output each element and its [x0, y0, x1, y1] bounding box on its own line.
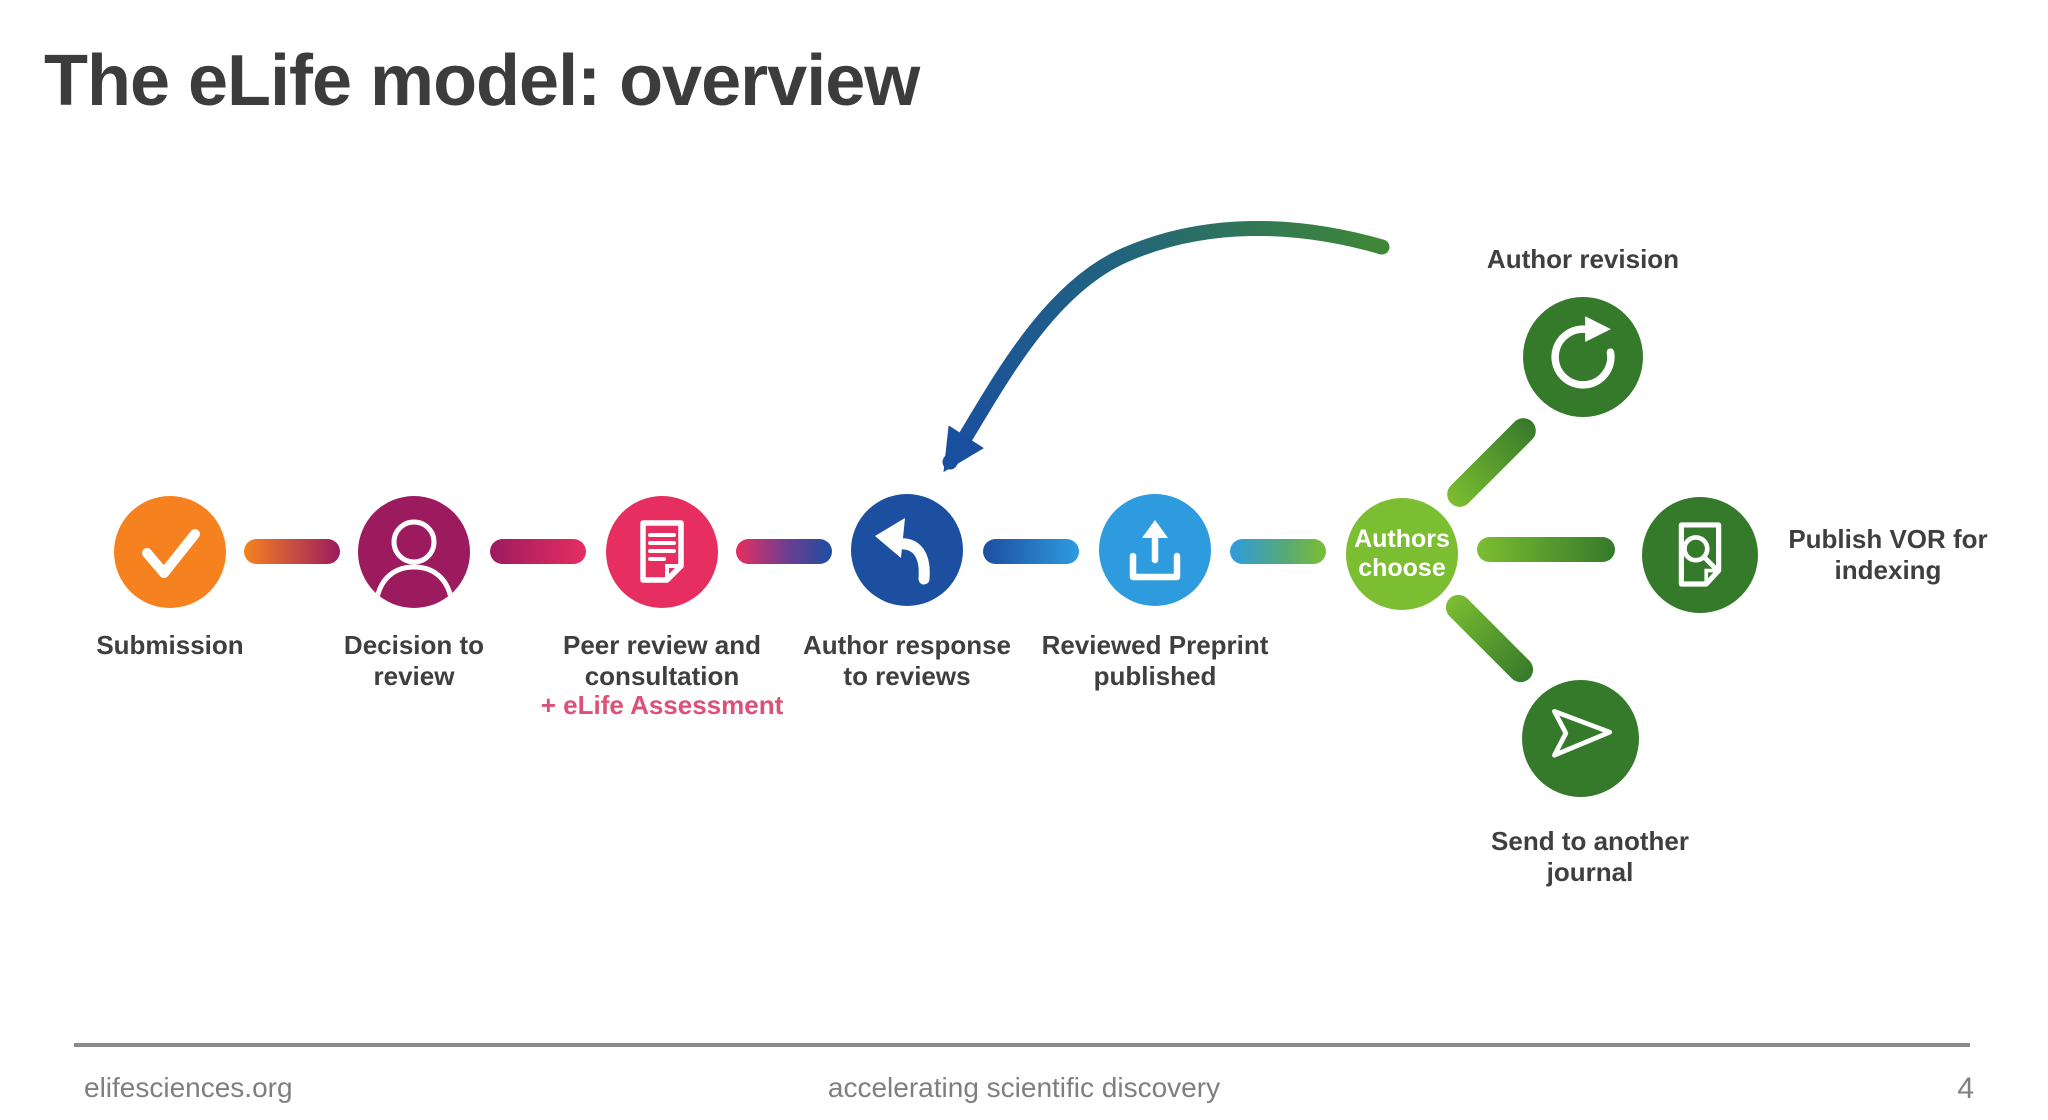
reply-arrow-icon — [875, 518, 930, 585]
node-circle-decision — [358, 496, 470, 608]
connector-dash-decision-peer-review — [490, 539, 586, 564]
connector-dash-response-preprint — [983, 539, 1079, 564]
node-label-peer-review: Peer review and consultation — [563, 630, 761, 691]
node-circle-author-revision — [1523, 297, 1643, 417]
person-icon — [373, 519, 455, 608]
connector-dash-peer-review-response — [736, 539, 832, 564]
branch-dash-to-send-journal — [1440, 589, 1539, 688]
node-label-send-journal: Send to another journal — [1491, 826, 1689, 887]
footer-divider — [74, 1043, 1970, 1047]
node-circle-authors-choose: Authors choose — [1346, 498, 1458, 610]
upload-icon — [1129, 520, 1181, 581]
node-label-reviewed-preprint: Reviewed Preprint published — [1041, 630, 1269, 691]
document-lines-icon — [640, 520, 684, 583]
check-icon — [142, 529, 200, 578]
node-circle-send-journal — [1522, 680, 1639, 797]
node-circle-reviewed-preprint — [1099, 494, 1211, 606]
node-circle-publish-vor — [1642, 497, 1758, 613]
page-title: The eLife model: overview — [44, 41, 920, 121]
paper-plane-icon — [1552, 708, 1613, 758]
connector-dash-preprint-choose — [1230, 539, 1326, 564]
node-label-author-revision: Author revision — [1486, 244, 1680, 274]
node-label-submission: Submission — [96, 630, 244, 660]
node-label-publish-vor: Publish VOR for indexing — [1788, 524, 1988, 585]
page-number: 4 — [1957, 1072, 1974, 1105]
node-circle-peer-review — [606, 496, 718, 608]
authors-choose-text: Authors choose — [1354, 525, 1450, 582]
connector-dash-submission-decision — [244, 539, 340, 564]
node-label-decision: Decision to review — [343, 630, 485, 691]
footer-site-link: elifesciences.org — [84, 1072, 293, 1103]
node-circle-author-response — [851, 494, 963, 606]
branch-dash-to-publish-vor — [1477, 537, 1615, 562]
branch-dash-to-author-revision — [1442, 413, 1541, 512]
document-search-icon — [1678, 522, 1722, 587]
elife-assessment-note: + eLife Assessment — [540, 690, 784, 720]
node-label-author-response: Author response to reviews — [802, 630, 1012, 691]
node-circle-submission — [114, 496, 226, 608]
footer-tagline: accelerating scientific discovery — [827, 1072, 1221, 1103]
refresh-icon — [1551, 316, 1615, 389]
